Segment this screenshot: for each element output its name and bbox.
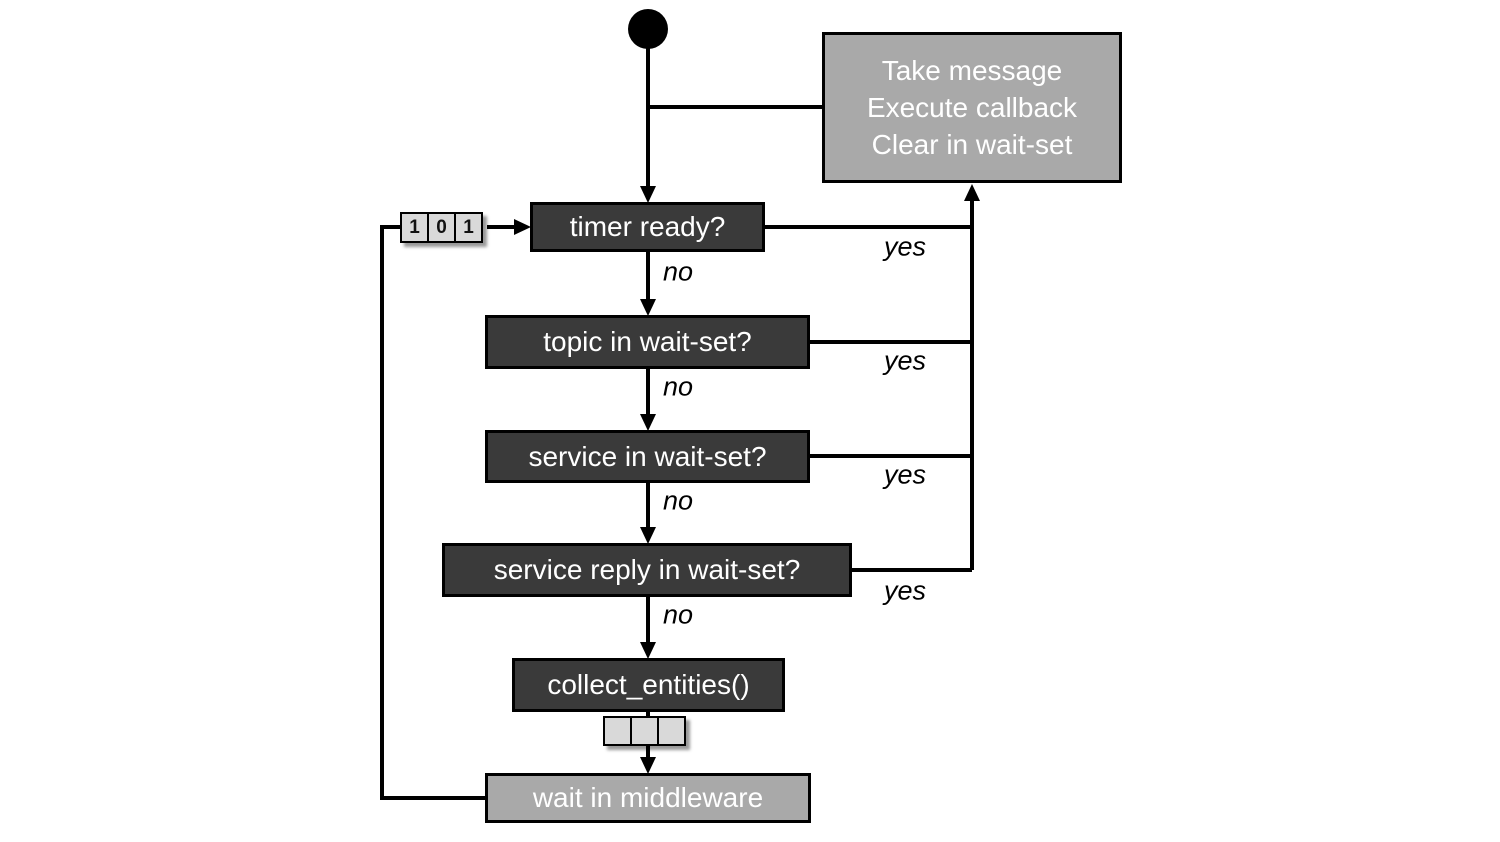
wait-set-empty-cells (603, 716, 686, 746)
edge-loop-back (380, 225, 485, 800)
node-take-message-action: Take message Execute callback Clear in w… (822, 32, 1122, 183)
bit-cell-3: 1 (454, 212, 483, 243)
arrowhead-into-reply (640, 527, 656, 544)
node-topic-in-wait-set: topic in wait-set? (485, 315, 810, 369)
action-line-3: Clear in wait-set (871, 129, 1073, 160)
bit-cell-2: 0 (427, 212, 456, 243)
action-line-2: Execute callback (866, 92, 1078, 123)
node-service-reply-in-wait-set: service reply in wait-set? (442, 543, 852, 597)
arrowhead-bitmask-to-timer (514, 219, 531, 235)
label-yes-timer: yes (883, 231, 927, 262)
label-no-service: no (662, 485, 694, 516)
start-node (628, 9, 668, 49)
label-no-topic: no (662, 371, 694, 402)
label-no-reply: no (662, 599, 694, 630)
arrowhead-into-action (964, 184, 980, 201)
empty-cell-1 (603, 716, 632, 746)
node-collect-entities: collect_entities() (512, 658, 785, 712)
node-service-in-wait-set: service in wait-set? (485, 430, 810, 483)
label-no-timer: no (662, 256, 694, 287)
bit-cell-1: 1 (400, 212, 429, 243)
arrowhead-into-topic (640, 299, 656, 316)
arrowhead-into-collect (640, 642, 656, 659)
arrowhead-into-service (640, 414, 656, 431)
node-timer-ready: timer ready? (530, 202, 765, 252)
label-yes-topic: yes (883, 345, 927, 376)
arrowhead-into-timer (640, 186, 656, 203)
action-line-1: Take message (881, 55, 1063, 86)
wait-set-bitmask: 1 0 1 (400, 212, 483, 243)
empty-cell-2 (630, 716, 659, 746)
arrowhead-into-wait (640, 757, 656, 774)
empty-cell-3 (657, 716, 686, 746)
label-yes-service: yes (883, 459, 927, 490)
node-wait-in-middleware: wait in middleware (485, 773, 811, 823)
label-yes-reply: yes (883, 575, 927, 606)
arrowheads (514, 184, 980, 774)
